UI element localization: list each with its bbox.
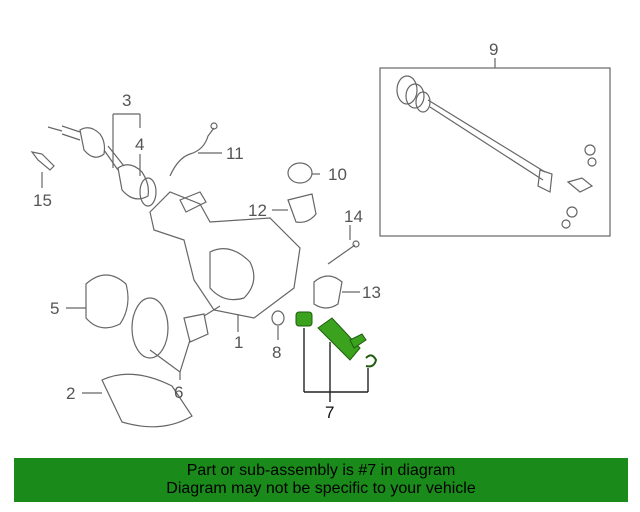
cover-part-2 — [101, 373, 193, 428]
callout-8: 8 — [272, 343, 281, 362]
callout-12: 12 — [248, 201, 267, 220]
callout-10: 10 — [328, 165, 347, 184]
washer-part-8 — [271, 310, 285, 326]
callout-9: 9 — [489, 40, 498, 59]
bushing-part-12 — [287, 193, 317, 223]
callout-3: 3 — [122, 91, 131, 110]
sensor-part-15 — [30, 151, 55, 171]
callout-6: 6 — [174, 383, 183, 402]
callout-2: 2 — [66, 384, 75, 403]
bolt-part-14 — [327, 244, 356, 265]
callout-14: 14 — [344, 207, 363, 226]
callout-15: 15 — [33, 191, 52, 210]
carrier-housing-part-1 — [149, 191, 301, 319]
info-banner: Part or sub-assembly is #7 in diagram Di… — [14, 458, 628, 502]
clip-part-7 — [365, 354, 378, 368]
driveshaft-inset-box — [379, 67, 611, 237]
banner-line-2: Diagram may not be specific to your vehi… — [166, 480, 476, 497]
harness-part-11 — [169, 127, 215, 177]
callout-1: 1 — [234, 333, 243, 352]
callout-7: 7 — [325, 403, 334, 422]
bushing-part-13 — [313, 275, 343, 309]
diff-case-part-5 — [85, 274, 129, 329]
callout-5: 5 — [50, 299, 59, 318]
seal-part-7 — [295, 311, 313, 327]
parts-diagram: 3 4 15 11 10 12 9 14 13 5 1 8 6 2 7 — [30, 40, 611, 428]
plug-part-10 — [287, 162, 313, 184]
banner-line-1: Part or sub-assembly is #7 in diagram — [186, 462, 456, 479]
callout-11: 11 — [226, 144, 244, 163]
shaft-part-7 — [317, 317, 361, 361]
driveshaft-part-9 — [396, 75, 597, 229]
callout-13: 13 — [362, 283, 381, 302]
pinion-part-6 — [183, 313, 209, 343]
highlighted-part-7 — [295, 311, 378, 368]
callout-4: 4 — [135, 135, 144, 154]
cv-axle-part-3 — [47, 125, 157, 207]
ring-gear-part-6 — [131, 297, 169, 359]
